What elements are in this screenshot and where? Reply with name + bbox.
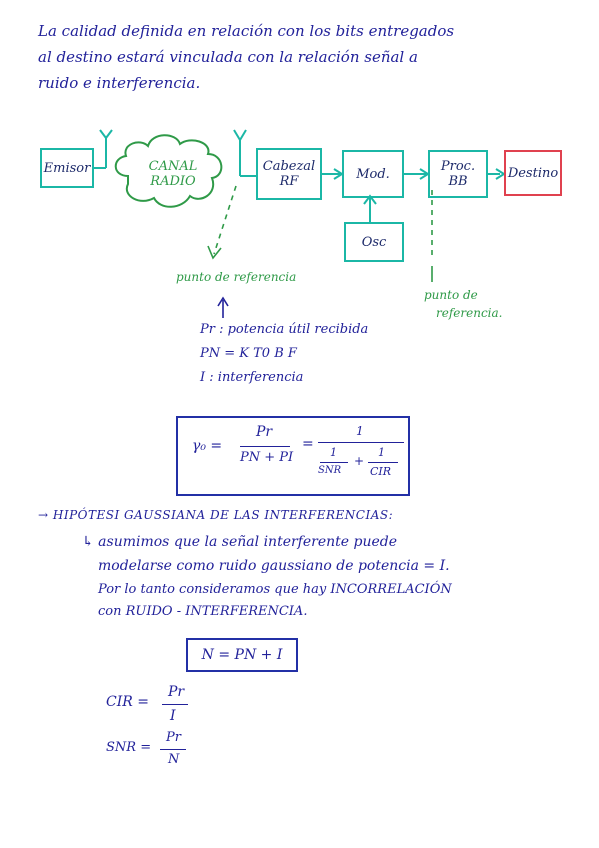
definition-pr: Pr : potencia útil recibida: [200, 322, 369, 337]
emisor-antenna-icon: [93, 129, 113, 169]
hypothesis-line-2: modelarse como ruido gaussiano de potenc…: [98, 558, 450, 574]
gamma-num1: Pr: [256, 424, 273, 440]
block-mod: Mod.: [342, 150, 404, 198]
gamma-fracbar2: [318, 442, 404, 443]
canal-radio-cloud-icon: [114, 134, 223, 208]
gamma-fracbar-a: [320, 462, 348, 463]
hypothesis-title: → HIPÓTESI GAUSSIANA DE LAS INTERFERENCI…: [38, 508, 394, 522]
definition-i: I : interferencia: [200, 370, 304, 385]
block-cabezal-rf: Cabezal RF: [256, 148, 322, 200]
proc-label-line2: BB: [448, 174, 468, 189]
block-destino: Destino: [504, 150, 562, 196]
proc-label-line1: Proc.: [440, 159, 476, 174]
block-canal-radio: CANAL RADIO: [134, 152, 212, 196]
gamma-fracbar1: [240, 446, 290, 447]
gamma-frac-b-den: CIR: [370, 465, 392, 478]
snr-den: N: [168, 752, 180, 767]
gamma-frac-b-num: 1: [378, 446, 385, 459]
formula-n-box: N = PN + I: [186, 638, 298, 672]
up-arrow-icon: [217, 296, 229, 318]
block-destino-label: Destino: [507, 165, 559, 181]
snr-lhs: SNR =: [106, 740, 152, 755]
formula-gamma-box: γ₀ = Pr PN + PI = 1 1 SNR + 1 CIR: [176, 416, 410, 496]
ref-left-dashed-line: [213, 185, 237, 255]
snr-num: Pr: [166, 730, 181, 745]
cir-den: I: [170, 708, 176, 724]
receiver-antenna-icon: [233, 129, 256, 177]
ref-left-label: punto de referencia: [176, 270, 297, 284]
ref-right-label-line2: referencia.: [436, 306, 503, 320]
definition-pn: PN = K T0 B F: [200, 346, 297, 361]
block-emisor-label: Emisor: [43, 160, 91, 176]
block-proc-bb: Proc. BB: [428, 150, 488, 198]
cabezal-label-line2: RF: [279, 174, 299, 189]
cir-num: Pr: [168, 684, 185, 700]
gamma-fracbar-b: [368, 462, 398, 463]
cir-fracbar: [162, 704, 188, 705]
hypothesis-line-1: ↳ asumimos que la señal interferente pue…: [82, 534, 397, 550]
intro-line-1: La calidad definida en relación con los …: [38, 22, 455, 40]
hypothesis-line-4: con RUIDO - INTERFERENCIA.: [98, 604, 308, 619]
gamma-lhs: γ₀ =: [192, 438, 223, 454]
gamma-num2: 1: [356, 424, 364, 438]
canal-label-line2: RADIO: [150, 174, 196, 189]
gamma-plus: +: [354, 454, 365, 468]
gamma-frac-a-den: SNR: [318, 465, 342, 476]
canal-label-line1: CANAL: [148, 159, 198, 174]
block-osc-label: Osc: [361, 234, 387, 250]
ref-right-label-line1: punto de: [424, 288, 478, 302]
block-osc: Osc: [344, 222, 404, 262]
gamma-eq: =: [302, 436, 314, 452]
formula-n-text: N = PN + I: [201, 647, 283, 663]
block-mod-label: Mod.: [356, 166, 390, 182]
block-emisor: Emisor: [40, 148, 94, 188]
snr-fracbar: [160, 749, 186, 750]
intro-line-2: al destino estará vinculada con la relac…: [38, 48, 418, 66]
gamma-frac-a-num: 1: [330, 446, 337, 459]
gamma-den1: PN + PI: [240, 450, 294, 465]
ref-left-arrow-icon: [207, 245, 222, 260]
cir-lhs: CIR =: [106, 694, 149, 710]
cabezal-label-line1: Cabezal: [262, 159, 316, 174]
intro-line-3: ruido e interferencia.: [38, 74, 201, 92]
hypothesis-line-3: Por lo tanto consideramos que hay INCORR…: [98, 582, 452, 597]
